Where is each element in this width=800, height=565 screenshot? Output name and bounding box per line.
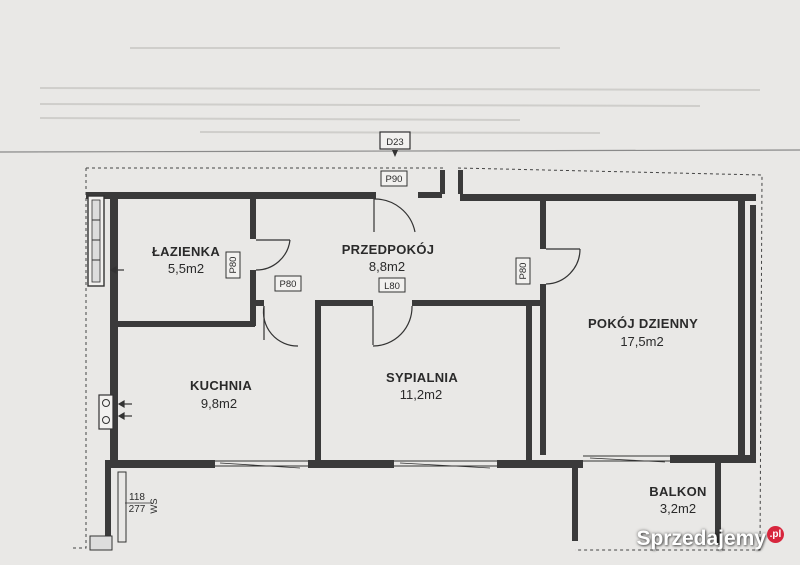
boundary-dashed	[72, 167, 763, 551]
room-name-przedpokoj: PRZEDPOKÓJ	[342, 242, 435, 257]
room-area-sypialnia: 11,2m2	[400, 387, 442, 402]
door-tag-entry: P90	[380, 170, 408, 187]
windows	[215, 455, 670, 469]
background-text-lines	[39, 47, 761, 134]
door-tag-living-text: P80	[518, 263, 529, 280]
left-wall	[87, 195, 118, 466]
door-tag-entry-text: P90	[386, 174, 403, 185]
room-name-pokoj-dzienny: POKÓJ DZIENNY	[588, 316, 698, 331]
room-area-balkon: 3,2m2	[660, 501, 696, 516]
window-mark-top: 118	[129, 492, 145, 503]
door-tag-bath-side-text: P80	[228, 257, 239, 274]
watermark-text: Sprzedajemy	[636, 527, 766, 550]
room-name-sypialnia: SYPIALNIA	[386, 370, 458, 385]
door-tag-bath-front-text: P80	[280, 279, 297, 290]
watermark-suffix: .pl	[767, 526, 784, 543]
watermark-logo: Sprzedajemy.pl	[636, 526, 784, 551]
door-tag-bedroom-text: L80	[384, 281, 400, 292]
interior-walls	[118, 199, 546, 462]
unit-label-text: D23	[386, 137, 403, 148]
window-mark-bottom: 277	[129, 504, 146, 515]
unit-label: D23	[379, 131, 411, 157]
door-tag-bath-front: P80	[274, 275, 302, 292]
room-name-lazienka: ŁAZIENKA	[152, 244, 220, 259]
room-area-lazienka: 5,5m2	[168, 261, 204, 276]
outer-walls	[86, 170, 756, 468]
door-tag-bedroom: L80	[378, 277, 406, 293]
page-rule	[0, 149, 800, 153]
room-area-przedpokoj: 8,8m2	[369, 259, 405, 274]
window-mark-side: WS	[149, 498, 160, 513]
room-name-kuchnia: KUCHNIA	[190, 378, 252, 393]
door-tag-living: P80	[515, 257, 531, 285]
door-tag-bath-side: P80	[225, 251, 241, 279]
room-name-balkon: BALKON	[649, 484, 706, 499]
balcony-walls	[89, 463, 721, 551]
vent-arrows	[109, 265, 132, 421]
room-area-kuchnia: 9,8m2	[201, 396, 237, 411]
room-area-pokoj-dzienny: 17,5m2	[620, 334, 663, 349]
door-swings	[255, 198, 581, 347]
